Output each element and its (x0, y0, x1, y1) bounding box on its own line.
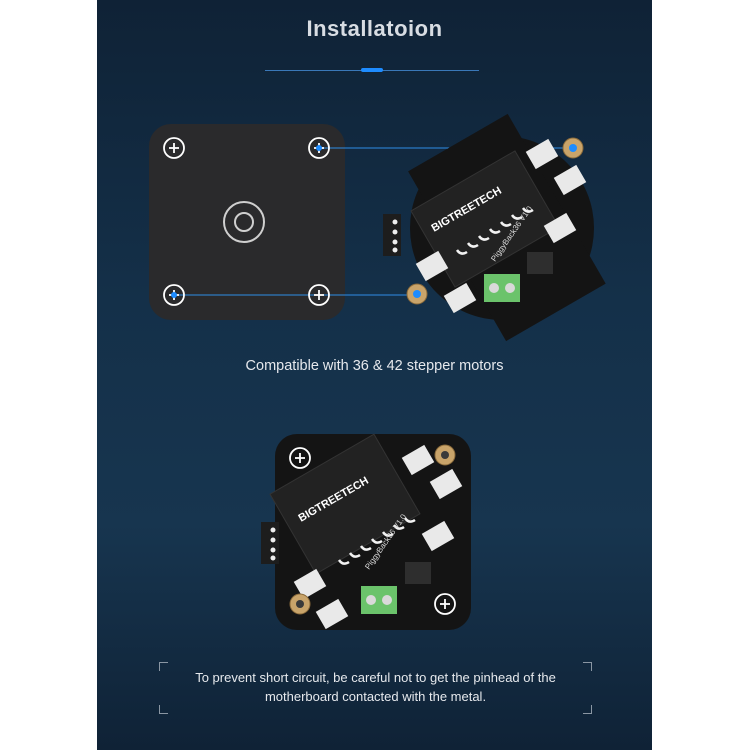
warning-note-line-2: motherboard contacted with the metal. (264, 689, 487, 704)
note-corner (583, 662, 592, 671)
title-accent (361, 68, 383, 72)
warning-note-line-1: To prevent short circuit, be careful not… (195, 670, 556, 685)
motor-compatibility-caption: Compatible with 36 & 42 stepper motors (245, 358, 504, 374)
brass-standoff-icon (406, 283, 428, 305)
piggyback-board-round: BIGTREETECH PiggyBack36 V1.0 (383, 113, 606, 342)
plus-circle-icon (434, 593, 456, 615)
brass-standoff-icon (434, 444, 456, 466)
plus-circle-icon (163, 137, 185, 159)
plus-circle-icon (308, 284, 330, 306)
brass-standoff-icon (289, 593, 311, 615)
note-corner (159, 662, 168, 671)
piggyback-board-mounted: BIGTREETECH PiggyBack36 V1.0 (261, 433, 471, 630)
installation-illustration: BIGTREETECH PiggyBack36 V1.0 (149, 113, 606, 630)
install-panel: Installatoion (97, 0, 652, 750)
brass-standoff-icon (562, 137, 584, 159)
note-corner (159, 705, 168, 714)
note-corner (583, 705, 592, 714)
warning-note: To prevent short circuit, be careful not… (169, 668, 582, 706)
plus-circle-icon (289, 447, 311, 469)
page-title: Installatoion (306, 16, 443, 41)
stepper-motor (149, 124, 345, 320)
